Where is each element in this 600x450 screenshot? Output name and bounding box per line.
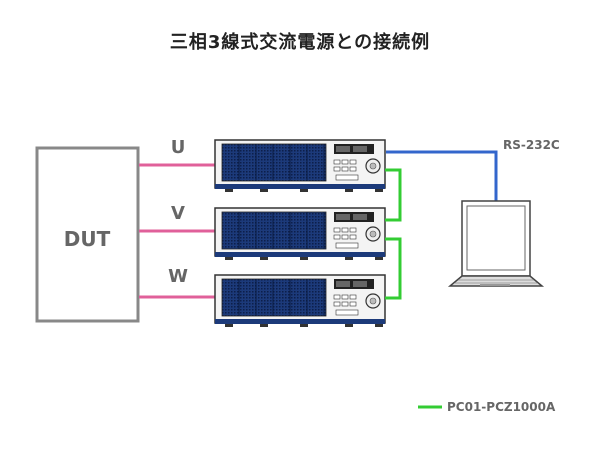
laptop-icon (447, 200, 545, 287)
power-supply-unit-icon (214, 274, 386, 327)
rs232c-wire (386, 150, 498, 202)
phase-label-u: U (171, 137, 186, 158)
link-wire-2 (385, 237, 402, 300)
rs232c-label: RS-232C (503, 138, 560, 152)
link-wire-1 (385, 168, 402, 222)
link-wires (385, 168, 402, 300)
power-supply-stack (214, 139, 386, 327)
power-supply-unit-icon (214, 207, 386, 260)
legend: PC01-PCZ1000A (418, 400, 556, 414)
diagram-title: 三相3線式交流電源との接続例 (169, 32, 431, 53)
legend-label: PC01-PCZ1000A (447, 400, 556, 414)
phase-label-w: W (168, 266, 188, 287)
phase-label-v: V (171, 203, 185, 224)
dut-box: DUT (35, 146, 140, 323)
phase-wires (139, 163, 216, 299)
dut-label: DUT (64, 227, 111, 251)
power-supply-unit-icon (214, 139, 386, 192)
